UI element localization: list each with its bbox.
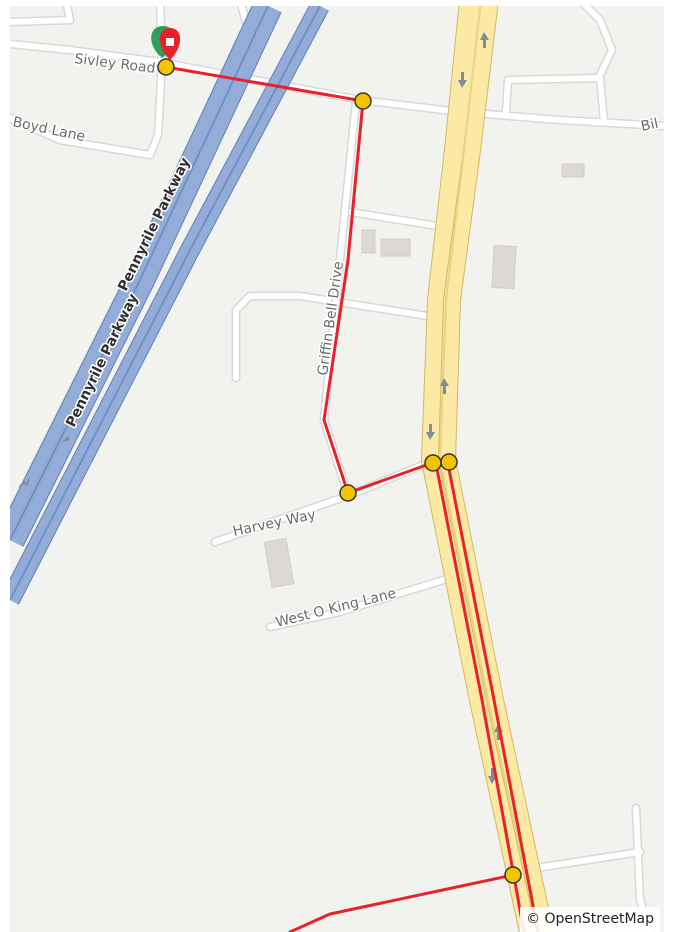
route-waypoints xyxy=(157,58,522,884)
page-edge xyxy=(664,0,673,932)
route-waypoint-icon[interactable] xyxy=(424,454,442,472)
building xyxy=(380,238,411,257)
building xyxy=(361,229,376,254)
building xyxy=(491,244,517,290)
route-waypoint-icon[interactable] xyxy=(504,866,522,884)
route-waypoint-icon[interactable] xyxy=(440,453,458,471)
street-label-bil: Bil xyxy=(640,116,660,135)
building xyxy=(561,163,585,178)
route-waypoint-icon[interactable] xyxy=(157,58,175,76)
route-waypoint-icon[interactable] xyxy=(339,484,357,502)
building xyxy=(263,537,295,589)
buildings xyxy=(263,163,585,589)
map-attribution[interactable]: © OpenStreetMap xyxy=(520,907,660,932)
map-canvas[interactable]: Sivley Road Boyd Lane Pennyrile Parkway … xyxy=(10,6,664,932)
route-line xyxy=(164,65,540,932)
map-view[interactable]: Sivley Road Boyd Lane Pennyrile Parkway … xyxy=(10,6,664,932)
map-pin-icon[interactable] xyxy=(151,26,181,60)
oneway-arrow-icon xyxy=(18,32,503,784)
route-waypoint-icon[interactable] xyxy=(354,92,372,110)
